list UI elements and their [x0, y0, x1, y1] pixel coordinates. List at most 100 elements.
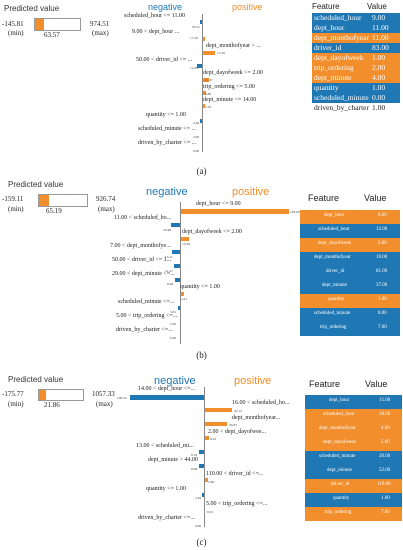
predicted-value-bar [38, 389, 84, 401]
feature-contribution: 0.00 [170, 336, 177, 340]
feature-condition: 2.00 < dept_dayofwee... [208, 429, 267, 435]
predicted-max: 1057.33 [92, 390, 115, 398]
feature-condition: driven_by_charter <=... [116, 327, 173, 333]
panel-c: Predicted value -175.77 (min) 21.86 1057… [0, 365, 403, 550]
feature-contribution: 2.65 [170, 322, 177, 326]
negative-header: negative [148, 2, 183, 12]
feature-condition: driven_by_charter <= ... [138, 140, 197, 146]
predicted-value: 63.57 [44, 31, 60, 39]
feature-condition: 50.00 < driver_id <= 1... [112, 257, 172, 263]
predicted-min: -145.81 [2, 20, 24, 28]
feature-contribution: 13.11 [165, 255, 173, 259]
predicted-max: 974.51 [90, 20, 110, 28]
predicted-value-title: Predicted value [4, 4, 60, 13]
panel-b: Predicted value -159.11 (min) 65.19 926.… [0, 180, 403, 365]
table-header-feature: Feature [312, 2, 340, 11]
feature-condition: dept_monthofyear... [232, 415, 281, 421]
table-header-value: Value [364, 193, 387, 203]
predicted-value-bar [38, 194, 88, 207]
feature-contribution: 11.97 [205, 78, 213, 82]
feature-condition: 14.00 < dept_hour <=... [138, 386, 195, 392]
predicted-min-label: (min) [8, 205, 24, 213]
feature-condition: 16.00 < scheduled_ho... [232, 400, 290, 406]
feature-contribution: 2.49 [195, 496, 202, 500]
feature-contribution: 8.08 [191, 467, 198, 471]
feature-condition: 29.00 < dept_minute <=... [112, 271, 175, 277]
feature-contribution: 183.00 [290, 210, 300, 214]
predicted-max-label: (max) [98, 205, 115, 213]
predicted-min: -175.77 [2, 390, 24, 398]
panel-caption: (a) [196, 166, 207, 176]
feature-contribution: 42.12 [234, 409, 242, 413]
feature-contribution: 6.80 [205, 92, 212, 96]
feature-condition: quantity <= 1.00 [146, 486, 186, 492]
negative-header: negative [154, 375, 196, 387]
feature-condition: dept_hour <= 9.00 [196, 201, 241, 207]
feature-condition: 13.00 < scheduled_mi... [136, 443, 194, 449]
feature-contribution: 0.00 [195, 524, 202, 528]
feature-condition: scheduled_minute <= ... [138, 126, 196, 132]
table-header-feature: Feature [309, 379, 341, 389]
feature-condition: dept_minute > 44.00 [148, 457, 198, 463]
positive-header: positive [232, 186, 270, 198]
panel-a: Predicted value -145.81 (min) 63.57 974.… [0, 0, 403, 180]
negative-header: negative [146, 186, 188, 198]
feature-contribution: 0.00 [193, 149, 200, 153]
feature-condition: dept_monthofyear > ... [206, 43, 261, 49]
feature-condition: driven_by_charter <=... [138, 515, 195, 521]
feature-condition: trip_ordering <= 5.00 [203, 84, 255, 90]
panel-caption: (c) [196, 537, 207, 547]
feature-contribution: 100.94 [117, 396, 127, 400]
feature-contribution: 11.47 [165, 269, 173, 273]
predicted-max: 926.74 [96, 195, 116, 203]
feature-contribution: 4.41 [181, 297, 188, 301]
predicted-min-label: (min) [8, 400, 24, 408]
feature-condition: 50.00 < driver_id <= ... [136, 57, 193, 63]
predicted-max-label: (max) [92, 29, 109, 37]
predicted-min-label: (min) [8, 29, 24, 37]
feature-contribution: 17.29 [217, 51, 225, 55]
table-header-value: Value [365, 379, 388, 389]
predicted-value-bar [34, 18, 81, 31]
feature-contribution: 95.41 [192, 25, 200, 29]
feature-condition: dept_dayofweek <= 2.00 [203, 70, 263, 76]
predicted-value: 21.86 [44, 401, 60, 409]
predicted-value-title: Predicted value [8, 375, 64, 384]
feature-condition: 5.00 < trip_ordering <=... [206, 501, 268, 507]
predicted-max-label: (max) [96, 400, 113, 408]
feature-contribution: 34.83 [229, 423, 237, 427]
table-header-value: Value [367, 2, 387, 11]
feature-contribution: 0.91 [207, 510, 214, 514]
feature-condition: dept_minute <= 14.00 [203, 97, 257, 103]
panel-caption: (b) [196, 350, 207, 360]
feature-condition: dept_dayofweek <= 2.00 [182, 229, 242, 235]
feature-contribution: 8.22 [210, 437, 217, 441]
feature-condition: 11.00 < scheduled_ho... [114, 215, 172, 221]
predicted-value-title: Predicted value [8, 180, 64, 189]
table-header-feature: Feature [308, 193, 340, 203]
feature-condition: scheduled_minute <=... [118, 299, 175, 305]
